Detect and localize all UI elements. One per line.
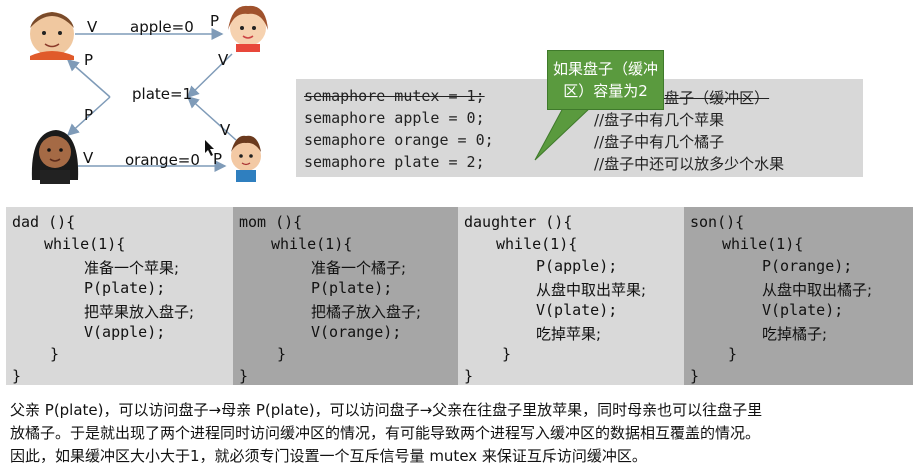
- semaphore-apple-line: semaphore apple = 0;: [304, 109, 485, 127]
- code-line: daughter (){: [464, 213, 573, 231]
- code-line: while(1){: [44, 235, 126, 253]
- edge-daughter-plate: [186, 53, 233, 99]
- plate-node-label: plate=1: [132, 85, 193, 103]
- edge-plate-mom: [66, 96, 111, 137]
- code-line: 把苹果放入盘子;: [84, 303, 195, 321]
- code-line: P(orange);: [762, 257, 853, 275]
- edge-label-v-dad: V: [87, 18, 98, 36]
- code-line: while(1){: [722, 235, 804, 253]
- code-line: dad (){: [12, 213, 76, 231]
- code-line: P(apple);: [536, 257, 618, 275]
- code-line: }: [239, 367, 249, 385]
- semaphore-plate-line: semaphore plate = 2;: [304, 153, 485, 171]
- edge-label-p-lower: P: [84, 106, 94, 124]
- panel-daughter: daughter (){ while(1){ P(apple); 从盘中取出苹果…: [458, 207, 684, 385]
- code-line: }: [464, 367, 474, 385]
- edge-label-p-daughter: P: [210, 12, 220, 30]
- panel-dad: dad (){ while(1){ 准备一个苹果; P(plate); 把苹果放…: [6, 207, 233, 385]
- code-line: P(plate);: [311, 279, 393, 297]
- edge-label-v-upper: V: [218, 51, 229, 69]
- code-line: 把橘子放入盘子;: [311, 303, 422, 321]
- code-line: V(plate);: [762, 301, 844, 319]
- code-line: P(plate);: [84, 279, 166, 297]
- semaphore-orange-comment: //盘子中有几个橘子: [594, 133, 725, 151]
- code-line: V(plate);: [536, 301, 618, 319]
- code-line: 准备一个橘子;: [311, 259, 407, 277]
- son-avatar: [231, 135, 261, 182]
- code-line: V(orange);: [311, 323, 402, 341]
- code-line: }: [50, 345, 60, 363]
- edge-label-p-upper: P: [84, 51, 94, 69]
- edge-value-orange: orange=0: [125, 151, 200, 169]
- edge-value-apple: apple=0: [130, 18, 194, 36]
- dad-avatar: [30, 12, 74, 60]
- code-line: }: [277, 345, 287, 363]
- code-line: 从盘中取出橘子;: [762, 281, 873, 299]
- edge-label-v-mom: V: [83, 149, 94, 167]
- code-line: }: [12, 367, 22, 385]
- code-line: V(apple);: [84, 323, 166, 341]
- code-line: mom (){: [239, 213, 303, 231]
- cursor-icon: [205, 140, 214, 156]
- semaphore-orange-line: semaphore orange = 0;: [304, 131, 494, 149]
- mom-avatar: [31, 130, 79, 184]
- daughter-avatar: [228, 5, 268, 52]
- code-line: while(1){: [496, 235, 578, 253]
- panel-mom: mom (){ while(1){ 准备一个橘子; P(plate); 把橘子放…: [233, 207, 458, 385]
- semaphore-apple-comment: //盘子中有几个苹果: [594, 111, 725, 129]
- code-line: 吃掉橘子;: [762, 325, 828, 343]
- semaphore-mutex-line: semaphore mutex = 1;: [304, 87, 485, 105]
- code-line: 吃掉苹果;: [536, 325, 602, 343]
- edge-label-p-son: P: [213, 150, 223, 168]
- code-line: }: [690, 367, 700, 385]
- code-line: }: [728, 345, 738, 363]
- explanation-line-3: 因此，如果缓冲区大小大于1，就必须专门设置一个互斥信号量 mutex 来保证互斥…: [10, 447, 647, 465]
- edge-plate-dad: [66, 59, 111, 98]
- code-line: }: [502, 345, 512, 363]
- explanation-line-1: 父亲 P(plate)，可以访问盘子→母亲 P(plate)，可以访问盘子→父亲…: [10, 401, 763, 419]
- callout-line-2: 区）容量为2: [563, 82, 648, 100]
- code-line: 从盘中取出苹果;: [536, 281, 647, 299]
- callout-line-1: 如果盘子（缓冲: [552, 60, 658, 78]
- explanation-line-2: 放橘子。于是就出现了两个进程同时访问缓冲区的情况，有可能导致两个进程写入缓冲区的…: [10, 424, 761, 442]
- semaphore-plate-comment: //盘子中还可以放多少个水果: [594, 155, 785, 173]
- code-line: 准备一个苹果;: [84, 259, 180, 277]
- capacity-callout: 如果盘子（缓冲 区）容量为2: [547, 50, 664, 110]
- process-diagram: V apple=0 P P V plate=1 P V V orange=0 P: [0, 0, 290, 195]
- edge-son-plate: [186, 95, 237, 141]
- code-line: while(1){: [271, 235, 353, 253]
- panel-son: son(){ while(1){ P(orange); 从盘中取出橘子; V(p…: [684, 207, 913, 385]
- edge-label-v-lower: V: [220, 121, 231, 139]
- code-line: son(){: [690, 213, 745, 231]
